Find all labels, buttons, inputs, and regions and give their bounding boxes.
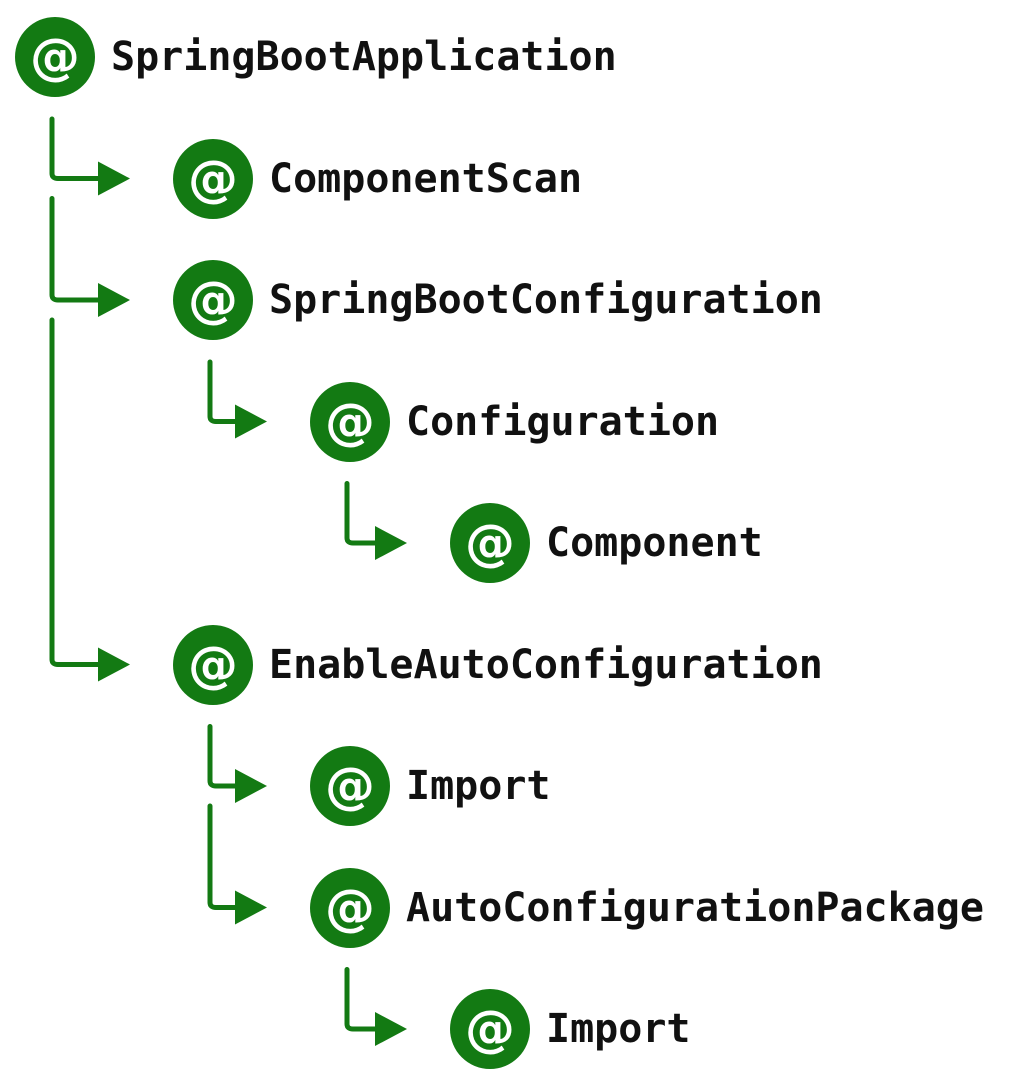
annotation-label: ComponentScan [269, 155, 583, 202]
connector-line [49, 196, 107, 303]
arrow-head-icon [235, 404, 267, 439]
annotation-label: SpringBootApplication [111, 34, 617, 80]
arrow-head-icon [375, 526, 407, 560]
annotation-label: Configuration [406, 398, 720, 445]
at-sign-icon: @ [15, 17, 95, 97]
arrow-head-icon [235, 890, 267, 925]
connector-line [344, 481, 384, 546]
at-sign-icon: @ [450, 989, 530, 1069]
arrow-head-icon [98, 283, 130, 317]
at-sign-icon: @ [310, 746, 390, 826]
arrow-head-icon [235, 769, 267, 803]
annotation-label: EnableAutoConfiguration [269, 641, 823, 688]
at-sign-icon: @ [310, 381, 390, 462]
at-sign-icon: @ [173, 138, 253, 219]
connector-line [49, 317, 107, 667]
annotation-label: Component [546, 520, 763, 566]
connector-line [207, 803, 244, 910]
connector-line [49, 116, 107, 181]
connector-line [207, 359, 244, 424]
at-sign-icon: @ [173, 260, 253, 340]
connector-line [207, 724, 244, 789]
arrow-head-icon [98, 161, 130, 196]
at-sign-icon: @ [173, 624, 253, 705]
arrow-head-icon [98, 647, 130, 682]
annotation-label: Import [546, 1006, 691, 1052]
at-sign-icon: @ [450, 503, 530, 583]
connector-line [344, 967, 384, 1032]
arrow-head-icon [375, 1012, 407, 1046]
annotation-label: AutoConfigurationPackage [406, 884, 984, 931]
annotation-label: SpringBootConfiguration [269, 277, 823, 323]
at-sign-icon: @ [310, 867, 390, 948]
annotation-label: Import [406, 763, 551, 809]
